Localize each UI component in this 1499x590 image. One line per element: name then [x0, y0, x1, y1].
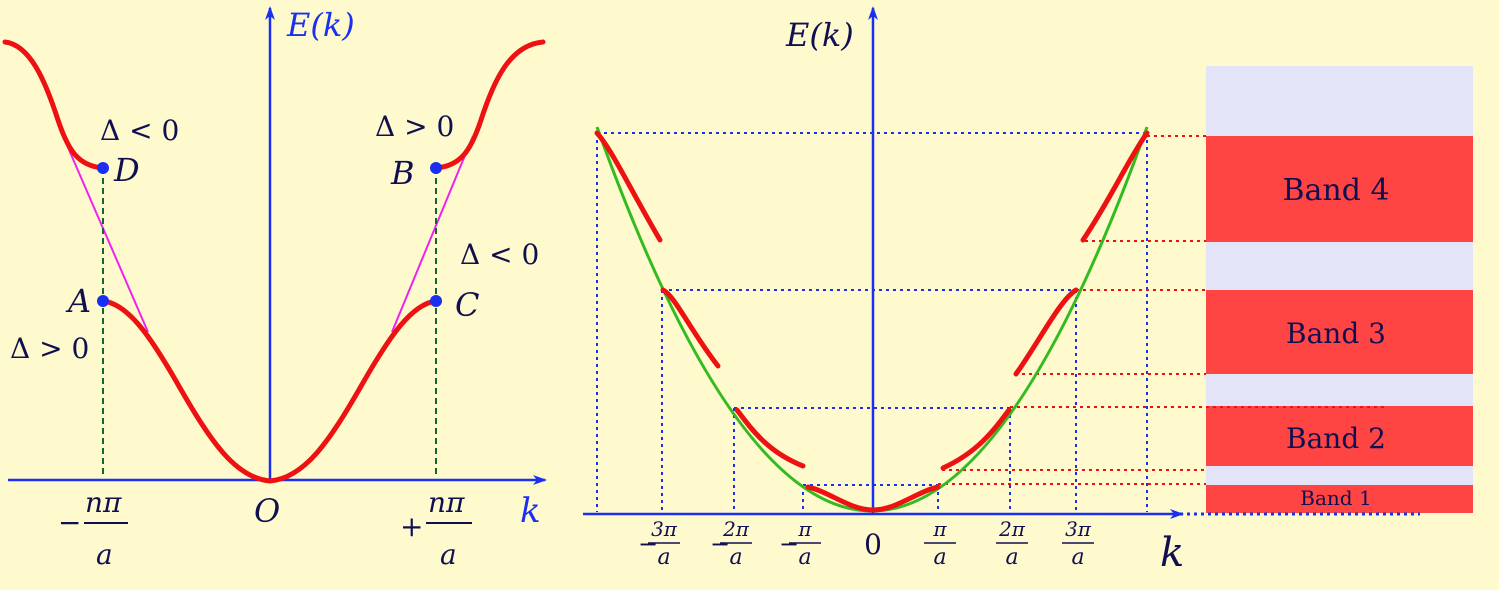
point-a-label: A [65, 282, 91, 320]
band-4-block [1206, 136, 1473, 242]
right-tick-3: πa [924, 517, 956, 570]
band-gap-top [1206, 66, 1473, 136]
right-y-axis-label: E(k) [785, 16, 854, 54]
band-4-label: Band 4 [1282, 173, 1389, 208]
band-column: Band 4 Band 3 Band 2 Band 1 [1206, 66, 1473, 513]
tick-numerator: 2π [998, 517, 1026, 541]
band-gap-2-3 [1206, 374, 1473, 406]
point-b-label: B [390, 154, 415, 192]
left-plus-tick-label: + nπ a [400, 486, 472, 571]
point-d-label: D [113, 151, 140, 189]
band-2-label: Band 2 [1286, 422, 1386, 455]
point-a-marker [97, 295, 109, 307]
right-tick-5: 3π a [1062, 517, 1094, 570]
tick-sign: + [400, 510, 423, 543]
tick-denominator: a [933, 545, 946, 570]
band-gap-3-4 [1206, 242, 1473, 290]
point-c-marker [430, 295, 442, 307]
tick-numerator: nπ [428, 486, 465, 519]
left-y-axis-label: E(k) [286, 6, 355, 44]
tick-denominator: a [96, 538, 113, 571]
tick-numerator: 3π [1065, 517, 1092, 541]
point-c-label: C [455, 286, 479, 324]
point-b-marker [430, 162, 442, 174]
left-origin-label: O [254, 492, 280, 530]
band-3-label: Band 3 [1286, 317, 1386, 350]
tick-denominator: a [657, 545, 670, 570]
left-lower-band-curve [100, 298, 439, 484]
left-upper-band-curve-left [2, 39, 106, 171]
band-3-block [1206, 290, 1473, 374]
delta-label-mid-right: Δ < 0 [460, 238, 539, 271]
tick-numerator: 2π [722, 517, 750, 541]
tick-denominator: a [798, 545, 811, 570]
band-1-label: Band 1 [1300, 486, 1371, 510]
left-x-axis-label: k [520, 491, 541, 531]
tangent-line-right [391, 135, 474, 333]
right-zero-label: 0 [864, 528, 882, 561]
delta-label-top-left: Δ < 0 [100, 114, 179, 147]
band-gap-1-2 [1206, 466, 1473, 485]
tick-denominator: a [440, 538, 457, 571]
tick-numerator: π [932, 517, 947, 541]
left-minus-tick-label: − nπ a [58, 486, 128, 571]
band-2-block [1206, 406, 1473, 466]
right-tick-4: 2π a [996, 517, 1028, 570]
right-x-axis-label: k [1160, 530, 1184, 576]
band-1-block [1206, 485, 1473, 513]
tick-numerator: 3π [651, 517, 678, 541]
tick-sign: − [779, 530, 799, 558]
right-tick-1: −2π a [710, 517, 752, 570]
tick-denominator: a [729, 545, 742, 570]
delta-label-top-right: Δ > 0 [375, 110, 454, 143]
tick-denominator: a [1005, 545, 1018, 570]
right-tick-0: −3π a [638, 517, 680, 570]
tick-denominator: a [1071, 545, 1084, 570]
point-d-marker [97, 162, 109, 174]
tick-sign: − [638, 530, 658, 558]
blue-guide-lines [596, 132, 1148, 512]
right-tick-2: −πa [779, 517, 821, 570]
tick-numerator: π [797, 517, 812, 541]
tangent-line-left [62, 135, 149, 333]
left-upper-band-curve-right [433, 39, 546, 171]
left-panel: D A B C Δ < 0 Δ > 0 Δ < 0 Δ > 0 E(k) k O… [2, 6, 547, 571]
red-band-segments [594, 130, 1150, 513]
delta-label-mid-left: Δ > 0 [10, 332, 89, 365]
tick-numerator: nπ [85, 486, 122, 519]
tick-sign: − [58, 506, 81, 539]
red-guide-lines [938, 135, 1385, 485]
tick-sign: − [710, 530, 730, 558]
